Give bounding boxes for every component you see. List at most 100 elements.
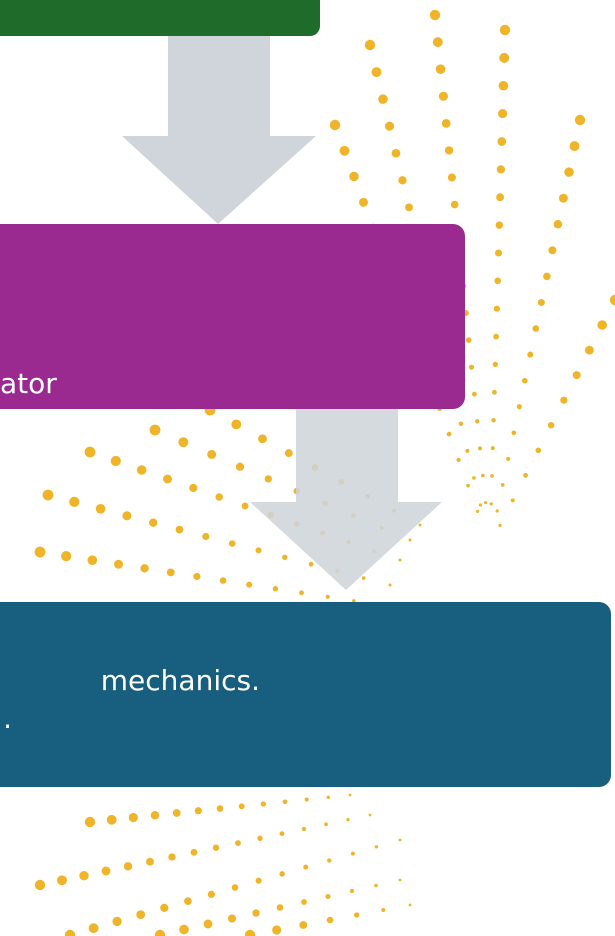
- decor-dot: [239, 803, 245, 809]
- decor-dot: [365, 40, 375, 50]
- decor-dot: [399, 879, 402, 882]
- decor-dot: [500, 25, 510, 35]
- decor-dot: [466, 484, 470, 488]
- decor-dot: [494, 306, 500, 312]
- decor-dot: [257, 836, 262, 841]
- decor-dot: [496, 509, 499, 512]
- decor-dot: [439, 92, 448, 101]
- decor-dot: [167, 569, 175, 577]
- decor-dot: [350, 889, 354, 893]
- decor-dot: [204, 920, 213, 929]
- decor-dot: [445, 146, 453, 154]
- arrow-shape: [250, 402, 442, 590]
- decor-dot: [409, 904, 412, 907]
- decor-dot: [399, 839, 402, 842]
- decor-dot: [184, 897, 192, 905]
- decor-dot: [354, 912, 359, 917]
- purple-process-box: [0, 224, 465, 409]
- decor-dot: [479, 503, 482, 506]
- decor-dot: [465, 449, 469, 453]
- decor-dot: [472, 476, 476, 480]
- decor-dot: [122, 511, 131, 520]
- decor-dot: [433, 37, 443, 47]
- decor-dot: [327, 796, 330, 799]
- decor-dot: [548, 246, 556, 254]
- decor-dot: [506, 457, 510, 461]
- decor-dot: [302, 827, 306, 831]
- decor-dot: [85, 447, 96, 458]
- decor-dot: [405, 203, 413, 211]
- decor-dot: [324, 822, 328, 826]
- decor-dot: [522, 378, 528, 384]
- decor-dot: [61, 551, 71, 561]
- decor-dot: [195, 807, 202, 814]
- decor-dot: [484, 501, 487, 504]
- decor-dot: [35, 880, 45, 890]
- decor-dot: [279, 871, 285, 877]
- decor-dot: [381, 908, 385, 912]
- decor-dot: [392, 149, 401, 158]
- decor-dot: [340, 146, 350, 156]
- decor-dot: [570, 141, 580, 151]
- decor-dot: [359, 198, 368, 207]
- decor-dot: [202, 533, 209, 540]
- decor-dot: [207, 450, 216, 459]
- decor-dot: [490, 502, 493, 505]
- decor-dot: [490, 474, 494, 478]
- decor-dot: [378, 94, 388, 104]
- decor-dot: [496, 193, 504, 201]
- decor-dot: [252, 909, 259, 916]
- decor-dot: [498, 524, 501, 527]
- decor-dot: [346, 818, 349, 821]
- decor-dot: [235, 840, 241, 846]
- decor-dot: [610, 295, 615, 305]
- decor-dot: [114, 560, 123, 569]
- teal-box-line-2: .: [0, 700, 12, 738]
- decor-dot: [65, 930, 75, 936]
- decor-dot: [527, 352, 533, 358]
- decor-dot: [349, 172, 358, 181]
- decor-dot: [69, 497, 79, 507]
- decor-dot: [498, 109, 507, 118]
- decor-dot: [299, 590, 304, 595]
- decor-dot: [472, 392, 477, 397]
- decor-dot: [146, 858, 154, 866]
- decor-dot: [375, 845, 378, 848]
- decor-dot: [57, 875, 67, 885]
- decor-dot: [150, 425, 161, 436]
- decor-dot: [213, 845, 219, 851]
- decor-dot: [369, 814, 372, 817]
- decor-dot: [272, 925, 281, 934]
- decor-dot: [299, 921, 307, 929]
- decor-dot: [155, 930, 165, 936]
- decor-dot: [193, 573, 200, 580]
- decor-dot: [469, 365, 474, 370]
- decor-dot: [136, 910, 145, 919]
- green-process-box: [0, 0, 320, 36]
- decor-dot: [173, 809, 181, 817]
- decor-dot: [330, 120, 340, 130]
- arrow-green-to-purple: [120, 36, 320, 224]
- decor-dot: [538, 299, 545, 306]
- decor-dot: [111, 456, 121, 466]
- decor-dot: [475, 419, 479, 423]
- decor-dot: [140, 564, 148, 572]
- decor-dot: [168, 853, 175, 860]
- decor-dot: [124, 862, 132, 870]
- decor-dot: [176, 526, 184, 534]
- decor-dot: [151, 811, 160, 820]
- decor-dot: [88, 555, 98, 565]
- decor-dot: [442, 119, 451, 128]
- decor-dot: [229, 540, 236, 547]
- decor-dot: [149, 519, 157, 527]
- decor-dot: [191, 849, 198, 856]
- decor-dot: [112, 917, 121, 926]
- decor-dot: [277, 904, 284, 911]
- decor-dot: [491, 418, 495, 422]
- decor-dot: [496, 221, 503, 228]
- purple-box-text: ator: [0, 365, 57, 403]
- decor-dot: [137, 465, 147, 475]
- decor-dot: [573, 371, 581, 379]
- decor-dot: [374, 884, 378, 888]
- decor-dot: [575, 115, 585, 125]
